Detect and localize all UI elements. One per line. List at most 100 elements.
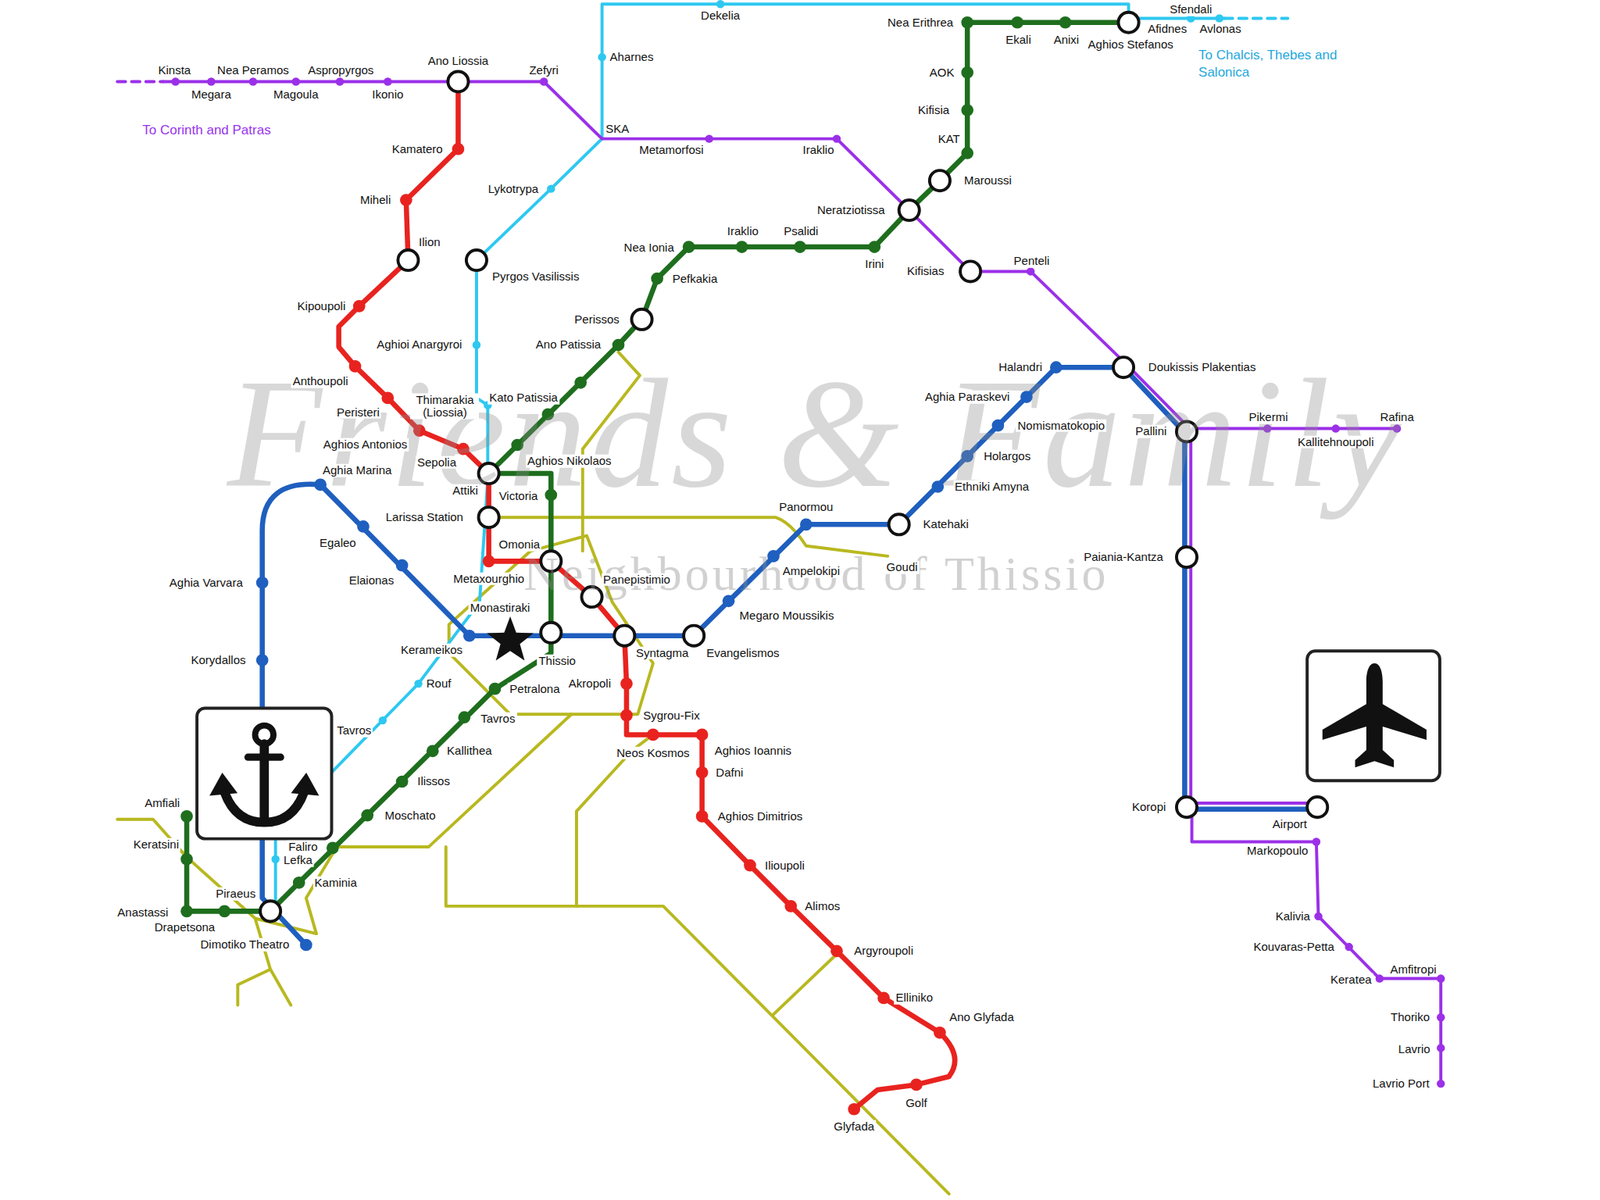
station-dot [830,944,843,958]
station-dot [271,855,279,864]
anchor-fluke [293,775,317,795]
station-dot [705,134,714,143]
station-dot [832,134,841,143]
station-label: KAT [936,132,962,146]
station-dot [868,240,882,254]
station-dot [546,184,555,193]
station-label: Akropoli [567,677,613,691]
station-label: Neratziotissa [815,203,887,218]
station-dot [960,103,974,117]
station-label: Tavros [335,724,373,738]
airplane-symbol [1322,663,1427,768]
station-label: Ethniki Amyna [953,480,1031,494]
station-label: Evangelismos [704,646,781,661]
station-dot [207,77,215,86]
station-label: Aghios Nikolaos [525,454,614,468]
station-label: Ano Patissia [534,338,603,352]
direction-note: To Chalcis, Thebes and Salonica [1196,46,1388,82]
station-label: Peristeri [335,405,382,419]
anchor-fluke [212,775,236,795]
station-dot [696,728,709,742]
station-dot [489,682,502,696]
station-label: Ekali [1003,33,1033,47]
station-label: Thoriko [1389,1010,1432,1025]
interchange-circle [631,309,652,330]
station-dot [793,240,807,254]
station-dot [463,629,476,643]
station-label: Pefkakia [671,271,720,286]
station-dot [650,272,664,286]
station-dot [682,240,696,254]
anchor-symbol [212,725,317,823]
station-label: Megara [189,88,233,102]
station-label: Rafina [1378,410,1415,425]
station-label: Keratea [1328,973,1374,987]
station-label: Neos Kosmos [614,746,691,761]
interchange-circle [1118,12,1140,33]
station-dot [292,876,306,890]
station-label: Aghia Marina [321,464,393,478]
station-dot [400,193,413,207]
station-dot [1436,1013,1445,1022]
station-dot [1436,1079,1445,1088]
station-label: Kato Patissia [487,391,560,405]
station-label: Iraklio [725,225,761,239]
station-label: Aghios Ioannis [713,744,793,758]
station-label: Miheli [358,193,393,208]
station-dot [1344,942,1353,951]
station-dot [249,77,258,86]
station-label: Psalidi [782,225,820,239]
station-label: Thimarakia (Liossia) [410,392,479,419]
station-label: Dekelia [699,8,742,22]
station-dot [180,810,193,823]
station-label: Petralona [507,682,561,696]
station-label: Drapetsona [153,921,218,935]
station-label: Doukissis Plakentias [1146,360,1258,375]
station-label: Aspropyrgos [306,64,375,78]
station-label: Afidnes [1146,21,1189,36]
station-dot [910,1078,923,1092]
station-label: Panormou [777,500,835,515]
station-label: Kinsta [156,64,193,78]
station-label: Kerameikos [399,643,465,658]
station-label: Goudi [885,560,920,575]
station-dot [1215,14,1224,22]
station-label: Anthoupoli [291,375,350,389]
station-dot [960,146,974,160]
station-dot [414,679,422,688]
interchange-circle [260,900,281,922]
station-label: Aghios Dimitrios [716,810,804,824]
station-label: Sfendali [1167,3,1214,17]
station-label: Aghios Stefanos [1086,38,1175,52]
station-label: Nomismatokopio [1016,418,1108,433]
station-label: Magoula [271,88,321,102]
interchange-circle [1176,796,1197,818]
station-label: Syntagma [634,646,691,661]
station-dot [472,340,481,349]
station-label: Metamorfosi [637,143,706,158]
station-dot [180,853,193,866]
station-label: Halandri [996,360,1044,375]
station-label: Aghia Paraskevi [923,390,1011,404]
tram-line [576,734,654,906]
station-label: Sepolia [415,455,458,469]
station-label: Moschato [383,808,438,822]
interchange-circle [466,250,487,271]
station-label: Lavrio Port [1371,1077,1432,1091]
interchange-circle [397,250,418,271]
watermark: Friends & Family [225,355,1408,512]
station-label: Koropi [1130,800,1168,815]
station-label: Katehaki [921,517,971,532]
station-dot [452,142,465,156]
airport-icon-box [1307,650,1440,781]
station-label: Kallitehnoupoli [1296,435,1376,449]
station-dot [960,66,974,79]
station-label: Tavros [478,711,517,725]
station-dot [800,518,813,532]
station-dot [326,842,340,855]
station-dot [743,859,757,872]
station-dot [457,710,471,724]
station-label: Airport [1271,817,1309,832]
